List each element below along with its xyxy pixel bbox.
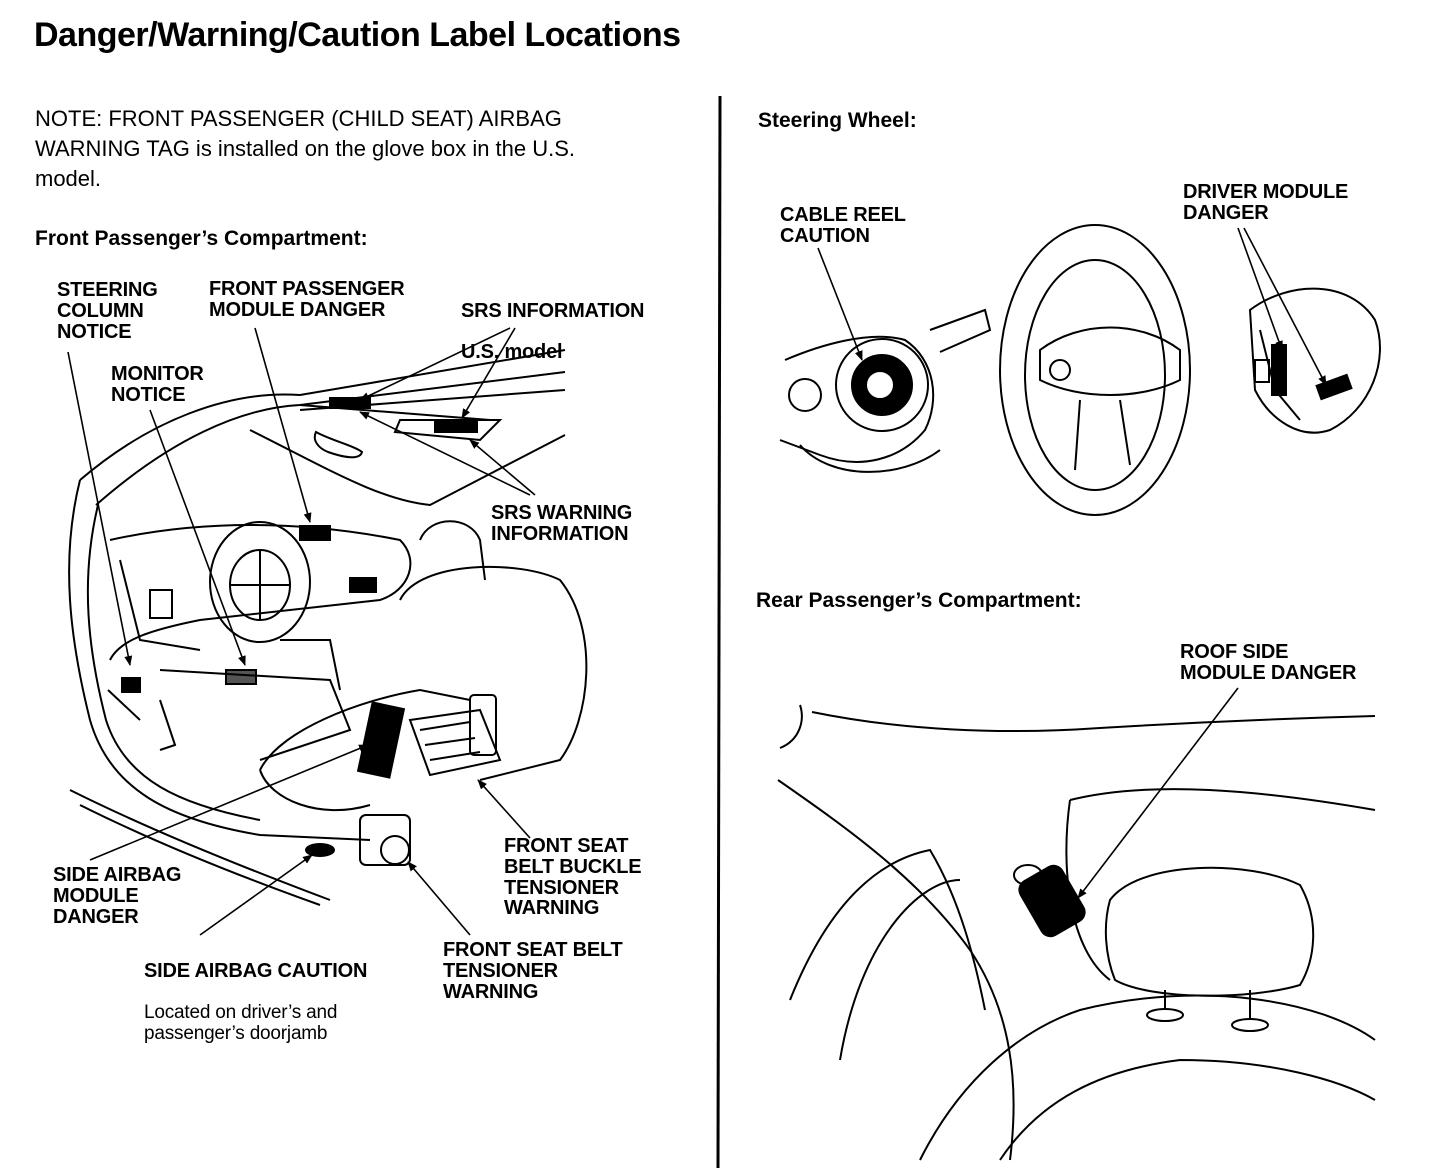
label-front-seat-belt-buckle-tensioner-warning: FRONT SEAT BELT BUCKLE TENSIONER WARNING — [504, 835, 642, 920]
rear-compartment-leaders — [1077, 687, 1239, 899]
label-driver-module-danger: DRIVER MODULE DANGER — [1183, 181, 1349, 224]
label-srs-information: SRS INFORMATION U.S. model — [461, 280, 644, 363]
label-front-seat-belt-tensioner-warning: FRONT SEAT BELT TENSIONER WARNING — [443, 939, 623, 1003]
front-compartment-heading: Front Passenger’s Compartment: — [35, 227, 368, 250]
rear-compartment-heading: Rear Passenger’s Compartment: — [756, 589, 1082, 612]
front-compartment-illustration — [68, 349, 588, 906]
label-cable-reel-caution: CABLE REEL CAUTION — [780, 204, 906, 247]
label-srs-warning-information: SRS WARNING INFORMATION — [491, 502, 633, 545]
steering-wheel-leaders — [817, 227, 1327, 386]
airbag-note: NOTE: FRONT PASSENGER (CHILD SEAT) AIRBA… — [35, 106, 576, 192]
side-airbag-caution-sub: Located on driver’s and passenger’s door… — [144, 1002, 338, 1045]
label-side-airbag-caution: SIDE AIRBAG CAUTION Located on driver’s … — [144, 940, 367, 1044]
label-monitor-notice: MONITOR NOTICE — [111, 363, 204, 406]
label-front-passenger-module-danger: FRONT PASSENGER MODULE DANGER — [209, 278, 405, 321]
label-roof-side-module-danger: ROOF SIDE MODULE DANGER — [1180, 641, 1357, 684]
side-airbag-caution-title: SIDE AIRBAG CAUTION — [144, 959, 368, 982]
steering-wheel-illustration — [779, 224, 1381, 516]
srs-information-title: SRS INFORMATION — [461, 299, 645, 322]
rear-compartment-illustration — [777, 704, 1376, 1161]
steering-wheel-heading: Steering Wheel: — [758, 109, 917, 132]
column-divider — [716, 95, 722, 1168]
label-side-airbag-module-danger: SIDE AIRBAG MODULE DANGER — [53, 864, 182, 928]
label-steering-column-notice: STEERING COLUMN NOTICE — [57, 279, 158, 343]
srs-information-sub: U.S. model — [461, 341, 563, 364]
page-title: Danger/Warning/Caution Label Locations — [34, 16, 681, 54]
front-compartment-leaders — [67, 327, 536, 936]
